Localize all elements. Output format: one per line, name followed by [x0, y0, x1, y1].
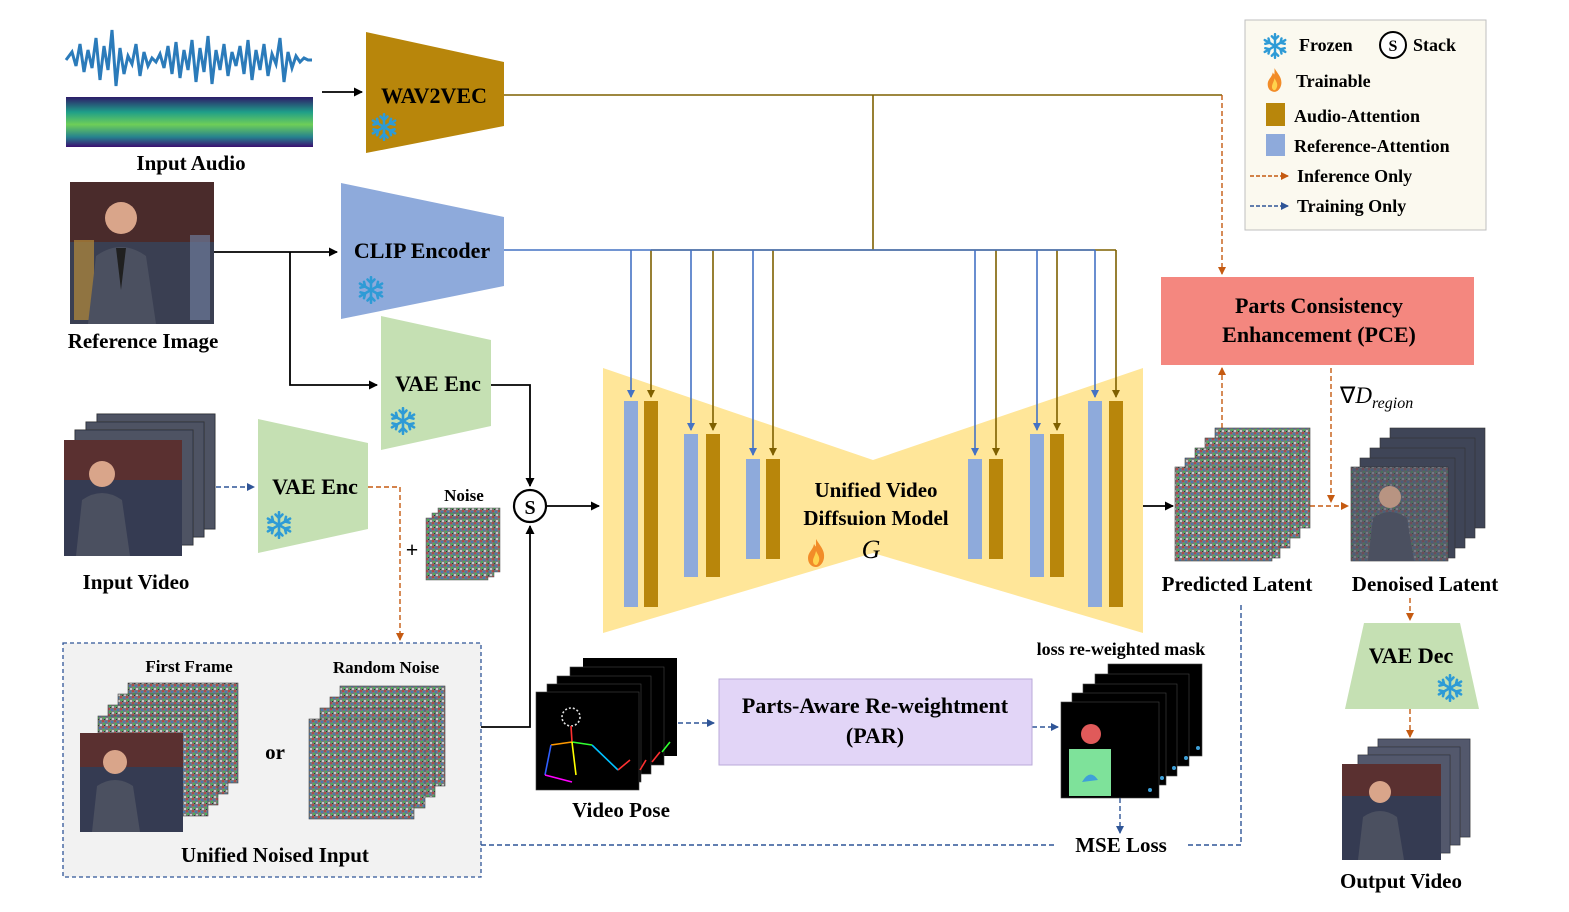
- vae-enc-video: VAE Enc: [258, 419, 368, 553]
- denoised-latent: Denoised Latent: [1350, 427, 1498, 596]
- main-connectors: [214, 87, 1174, 728]
- legend-trainable: Trainable: [1296, 71, 1371, 91]
- audio-attention-bar: [766, 459, 780, 559]
- stack-symbol: S: [524, 497, 535, 519]
- reference-attention-bar: [968, 459, 982, 559]
- audio-attention-bar: [706, 434, 720, 577]
- reference-attention-bar: [624, 401, 638, 607]
- noise-label: Noise: [444, 486, 484, 505]
- reference-image: Reference Image: [68, 182, 219, 353]
- legend-frozen: Frozen: [1299, 35, 1353, 55]
- video-pose-label: Video Pose: [572, 798, 670, 822]
- random-noise-label: Random Noise: [333, 658, 440, 677]
- audio-attention-bar: [989, 459, 1003, 559]
- reference-attention-bar: [1030, 434, 1044, 577]
- input-video: Input Video: [64, 413, 216, 594]
- model-title-line1: Unified Video: [814, 478, 937, 502]
- vae-enc-ref-label: VAE Enc: [395, 371, 481, 396]
- reference-attention-bar: [746, 459, 760, 559]
- legend-stack-symbol: S: [1389, 38, 1398, 55]
- par-line1: Parts-Aware Re-weightment: [742, 693, 1009, 718]
- diffusion-model: Unified Video Diffsuion Model G: [603, 368, 1143, 633]
- legend: Frozen S Stack Trainable Audio-Attention…: [1244, 19, 1487, 231]
- audio-attention-bar: [644, 401, 658, 607]
- pose-skeleton: [544, 707, 671, 783]
- vae-dec-label: VAE Dec: [1369, 643, 1454, 668]
- stack-node: S: [512, 488, 548, 524]
- audio-attention-bar: [1109, 401, 1123, 607]
- legend-reference-swatch: [1266, 134, 1285, 156]
- reference-feed-lines: [504, 249, 1099, 456]
- mask-label: loss re-weighted mask: [1037, 639, 1206, 659]
- wav2vec-encoder: WAV2VEC: [366, 32, 504, 153]
- legend-audio-swatch: [1266, 103, 1285, 126]
- legend-reference-attention: Reference-Attention: [1294, 136, 1450, 156]
- model-symbol: G: [862, 535, 881, 564]
- plus-symbol: +: [406, 537, 419, 562]
- audio-attention-bar: [1050, 434, 1064, 577]
- unified-noised-input-label: Unified Noised Input: [181, 843, 369, 867]
- clip-encoder: CLIP Encoder: [341, 183, 504, 319]
- reference-attention-bar: [1088, 401, 1102, 607]
- first-frame-label: First Frame: [145, 657, 233, 676]
- reference-attention-bar: [684, 434, 698, 577]
- legend-audio-attention: Audio-Attention: [1294, 106, 1420, 126]
- par-block: Parts-Aware Re-weightment (PAR): [718, 678, 1033, 766]
- par-line2: (PAR): [846, 723, 904, 748]
- mse-loss-label: MSE Loss: [1075, 833, 1167, 857]
- predicted-latent-label: Predicted Latent: [1162, 572, 1313, 596]
- audio-spectrogram: [66, 97, 313, 147]
- noise: Noise +: [406, 486, 501, 581]
- audio-waveform: [64, 29, 312, 87]
- clip-label: CLIP Encoder: [354, 238, 491, 263]
- denoised-latent-label: Denoised Latent: [1352, 572, 1498, 596]
- input-video-label: Input Video: [83, 570, 190, 594]
- first-frame-image: [80, 733, 183, 832]
- output-video-label: Output Video: [1340, 869, 1462, 893]
- input-audio-label: Input Audio: [136, 151, 245, 175]
- inference-only-connectors: [368, 95, 1414, 738]
- vae-enc-reference: VAE Enc: [381, 316, 491, 450]
- legend-inference-only: Inference Only: [1297, 166, 1412, 186]
- video-pose: Video Pose: [535, 658, 677, 822]
- training-only-connectors: [216, 483, 1242, 846]
- reference-image-label: Reference Image: [68, 329, 219, 353]
- vae-decoder: VAE Dec: [1345, 623, 1479, 709]
- svg-text:∇Dregion: ∇Dregion: [1339, 383, 1413, 412]
- or-label: or: [265, 740, 285, 764]
- loss-reweighted-mask: loss re-weighted mask: [1037, 639, 1206, 799]
- vae-enc-video-label: VAE Enc: [272, 474, 358, 499]
- wav2vec-label: WAV2VEC: [381, 83, 487, 108]
- legend-training-only: Training Only: [1297, 196, 1406, 216]
- legend-stack-circle: [1379, 31, 1407, 59]
- legend-stack: Stack: [1413, 35, 1456, 55]
- pce-line1: Parts Consistency: [1235, 293, 1403, 318]
- input-audio: Input Audio: [64, 29, 313, 175]
- pce-line2: Enhancement (PCE): [1222, 322, 1416, 347]
- unified-noised-input: First Frame Random Noise or Unified Nois…: [62, 642, 482, 878]
- output-video: Output Video: [1340, 738, 1471, 893]
- gradient-label: ∇Dregion: [1339, 383, 1413, 412]
- pce-block: Parts Consistency Enhancement (PCE): [1161, 277, 1474, 365]
- model-title-line2: Diffsuion Model: [803, 506, 948, 530]
- predicted-latent: Predicted Latent: [1162, 427, 1313, 596]
